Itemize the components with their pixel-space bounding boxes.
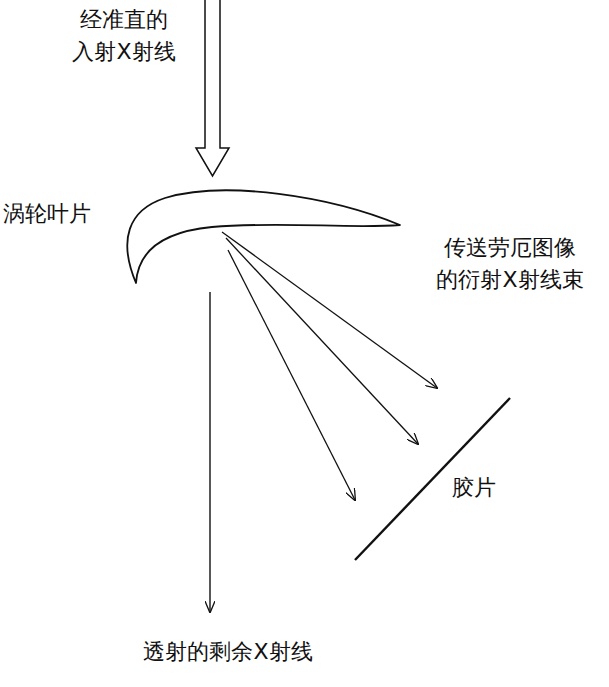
incident-beam-arrow <box>196 0 229 176</box>
turbine-blade <box>127 190 400 283</box>
diffracted-beam <box>222 232 437 388</box>
blade-label: 涡轮叶片 <box>3 198 91 230</box>
film-plate <box>355 398 510 560</box>
diffracted-beam <box>228 250 355 500</box>
film-label: 胶片 <box>452 472 496 504</box>
transmitted-beam-label: 透射的剩余X射线 <box>143 636 312 668</box>
incident-beam-label: 经准直的 入射X射线 <box>72 4 175 68</box>
transmitted-beam <box>209 292 210 612</box>
diffracted-beam <box>226 238 418 444</box>
diffracted-beam-label: 传送劳厄图像 的衍射X射线束 <box>436 232 583 296</box>
